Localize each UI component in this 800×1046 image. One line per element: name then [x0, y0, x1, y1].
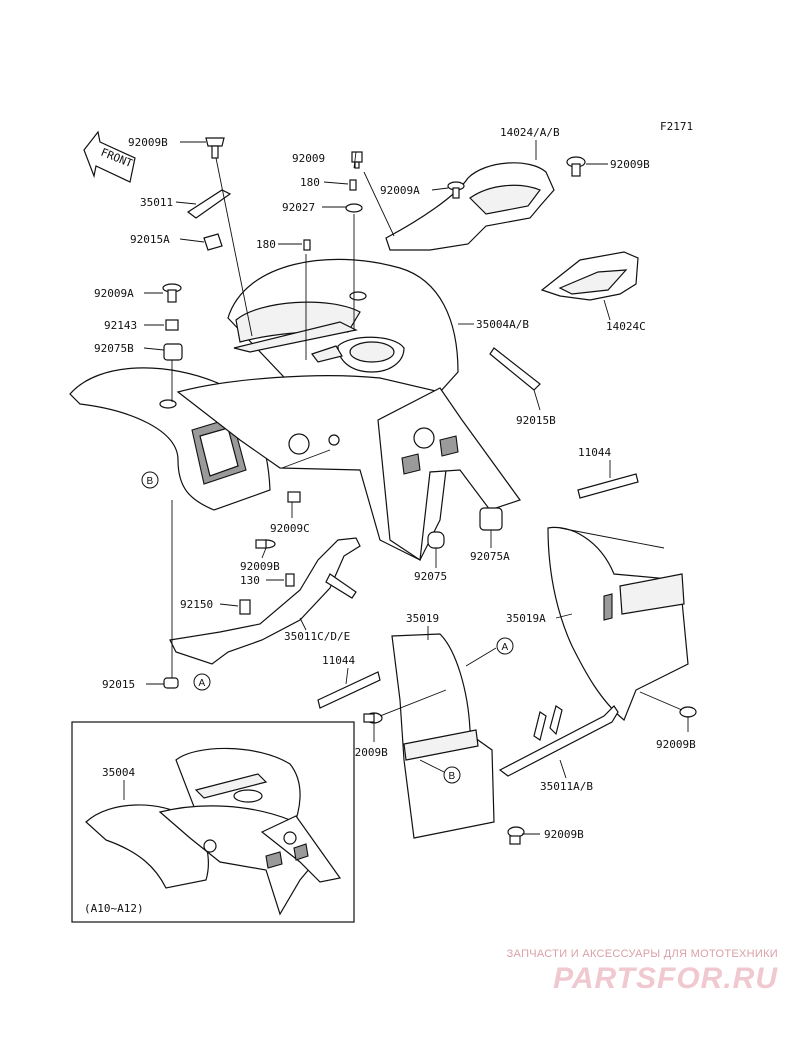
svg-text:B: B [147, 476, 154, 487]
label-92009A: 92009A [94, 287, 134, 300]
callout-B-upper: B [141, 471, 159, 489]
label-92015: 92015 [102, 678, 135, 691]
fasteners [162, 137, 697, 845]
trim-11044-upper [577, 473, 639, 499]
watermark: ЗАПЧАСТИ И АКСЕССУАРЫ ДЛЯ МОТОТЕХНИКИ PA… [507, 948, 778, 996]
label-35004AB: 35004A/B [476, 318, 529, 331]
svg-text:B: B [449, 771, 456, 782]
label-92009C: 92009C [270, 522, 310, 535]
label-92009A-b: 92009A [380, 184, 420, 197]
label-92075A: 92075A [470, 550, 510, 563]
label-92009B-f: 92009B [544, 828, 584, 841]
diagram-code: F2171 [660, 120, 693, 133]
label-92009B-e: 92009B [656, 738, 696, 751]
label-180: 180 [300, 176, 320, 189]
cover-14024 [385, 162, 555, 251]
leader-lines [143, 140, 689, 835]
svg-text:A: A [199, 678, 206, 689]
mud-flap-35019 [391, 633, 495, 839]
stay-35011CDE [169, 537, 361, 665]
inset-label: (A10~A12) [84, 902, 144, 915]
label-35011: 35011 [140, 196, 173, 209]
label-35019A: 35019A [506, 612, 546, 625]
watermark-logo: PARTSFOR.RU [553, 962, 778, 995]
label-92009B-d: 92009B [348, 746, 388, 759]
label-35019: 35019 [406, 612, 439, 625]
callout-A-right: A [496, 637, 514, 655]
rear-guard-35019A [547, 526, 689, 721]
part-labels: 92009B 35011 92015A 92009A 92143 92075B … [94, 126, 696, 841]
front-fender-assembly [69, 258, 521, 562]
trim-11044-lower [317, 671, 381, 709]
label-11044-b: 11044 [322, 654, 355, 667]
bracket-14024C [540, 251, 639, 301]
label-92075B: 92075B [94, 342, 134, 355]
label-11044: 11044 [578, 446, 611, 459]
label-14024C: 14024C [606, 320, 646, 333]
svg-text:A: A [502, 642, 509, 653]
label-35011AB: 35011A/B [540, 780, 593, 793]
watermark-tagline: ЗАПЧАСТИ И АКСЕССУАРЫ ДЛЯ МОТОТЕХНИКИ [506, 948, 778, 960]
label-92015A: 92015A [130, 233, 170, 246]
label-92150: 92150 [180, 598, 213, 611]
label-92143: 92143 [104, 319, 137, 332]
stay-35011 [186, 189, 232, 219]
label-92015B: 92015B [516, 414, 556, 427]
label-35011CDE: 35011C/D/E [284, 630, 350, 643]
callout-B-lower: B [443, 766, 461, 784]
label-92027: 92027 [282, 201, 315, 214]
label-92009: 92009 [292, 152, 325, 165]
label-130: 130 [240, 574, 260, 587]
inset-variant-box: 35004 (A10~A12) [71, 721, 355, 923]
callout-A-lower: A [193, 673, 211, 691]
label-92009B: 92009B [128, 136, 168, 149]
label-92009B-b: 92009B [610, 158, 650, 171]
label-14024: 14024/A/B [500, 126, 560, 139]
label-180-b: 180 [256, 238, 276, 251]
label-92009B-c: 92009B [240, 560, 280, 573]
label-35004: 35004 [102, 766, 135, 779]
label-92075: 92075 [414, 570, 447, 583]
stay-35011AB [498, 705, 619, 777]
